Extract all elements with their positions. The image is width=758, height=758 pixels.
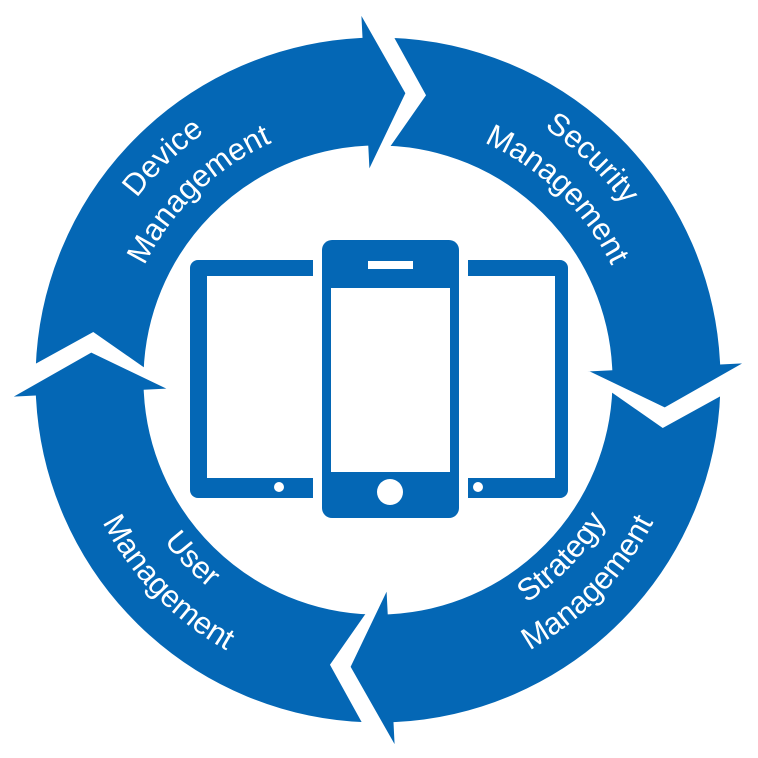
device-arrow-segment [30, 4, 412, 377]
user-arrow-segment [2, 346, 375, 728]
devices-icon-group [190, 231, 568, 527]
smartphone-icon [313, 231, 468, 527]
strategy-arrow-segment [344, 383, 726, 756]
tablet-left-icon [190, 260, 325, 498]
security-arrow-segment [381, 32, 754, 414]
cycle-arrows [2, 4, 754, 756]
tablet-right-icon [455, 260, 568, 498]
